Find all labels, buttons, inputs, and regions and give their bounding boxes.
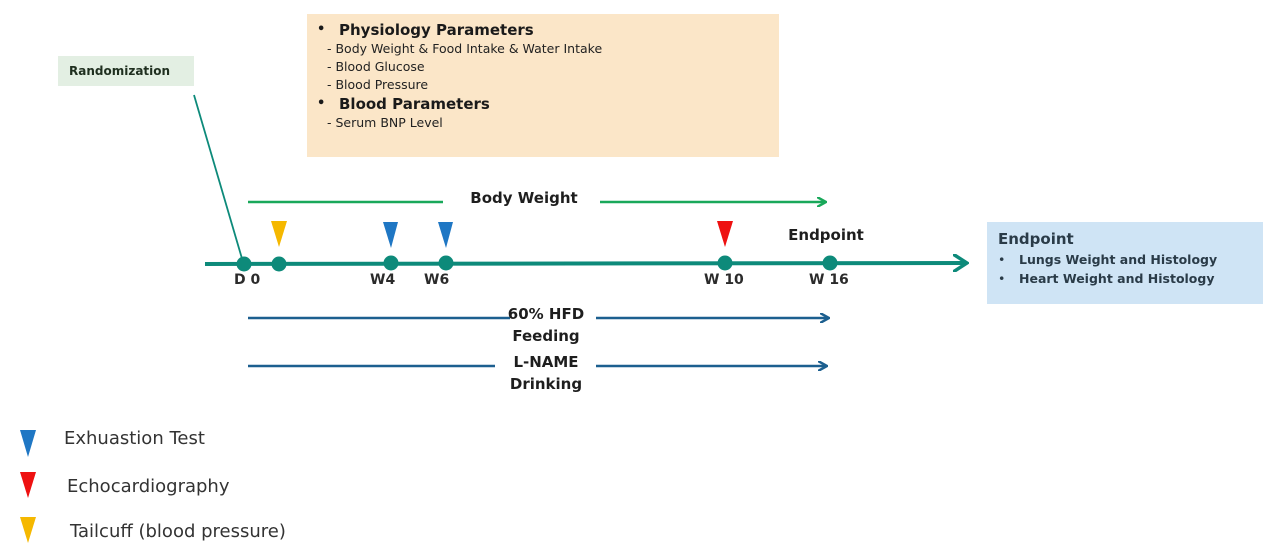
legend-tailcuff-label: Tailcuff (blood pressure)	[70, 521, 286, 542]
endpoint-box: Endpoint • Lungs Weight and Histology • …	[987, 222, 1263, 304]
hfd-label-line1: 60% HFD	[507, 305, 585, 323]
legend-tailcuff-icon	[20, 517, 36, 543]
physiology-heading: • Physiology Parameters	[317, 20, 779, 40]
exhaustion-marker-w6	[438, 222, 453, 248]
timepoint-label-w6: W6	[424, 272, 450, 288]
physiology-item: - Body Weight & Food Intake & Water Inta…	[327, 41, 603, 56]
tailcuff-marker	[271, 221, 287, 247]
parameters-box: • Physiology Parameters - Body Weight & …	[307, 14, 779, 157]
randomization-box: Randomization	[58, 56, 194, 86]
bullet-icon: •	[317, 96, 326, 111]
randomization-label: Randomization	[69, 64, 171, 78]
bullet-icon: •	[998, 252, 1006, 267]
timepoint-dot-d0	[236, 256, 252, 272]
hfd-label: 60% HFD Feeding	[492, 303, 600, 347]
timepoint-dot-w4	[383, 255, 399, 271]
physiology-item: - Blood Glucose	[327, 59, 425, 74]
timepoint-label-w16: W 16	[809, 272, 849, 288]
echocardiography-marker-w10	[717, 221, 733, 247]
bullet-icon: •	[317, 22, 326, 37]
legend-exhaustion-label: Exhuastion Test	[64, 428, 205, 449]
hfd-label-line2: Feeding	[512, 327, 580, 345]
physiology-item: - Blood Pressure	[327, 77, 429, 92]
exhaustion-marker-w4	[383, 222, 398, 248]
endpoint-item-text: Heart Weight and Histology	[1019, 271, 1215, 286]
timepoint-dot-w16	[822, 255, 838, 271]
legend-exhaustion-icon	[20, 430, 36, 457]
main-timeline-axis	[204, 263, 966, 264]
timepoint-dot-w10	[717, 255, 733, 271]
endpoint-item-text: Lungs Weight and Histology	[1019, 252, 1218, 267]
endpoint-item: • Lungs Weight and Histology	[998, 250, 1263, 269]
bullet-icon: •	[998, 271, 1006, 286]
timepoint-label-w10: W 10	[704, 272, 744, 288]
timepoint-dot-tailcuff	[271, 256, 287, 272]
endpoint-box-title: Endpoint	[998, 230, 1074, 248]
lname-label-line2: Drinking	[509, 375, 583, 393]
endpoint-label: Endpoint	[788, 226, 864, 244]
randomization-connector	[193, 94, 244, 263]
timepoint-dot-w6	[438, 255, 454, 271]
lname-label: L-NAME Drinking	[492, 351, 600, 395]
timepoint-label-w4: W4	[370, 272, 396, 288]
blood-heading: • Blood Parameters	[317, 94, 779, 114]
legend-echo-label: Echocardiography	[67, 476, 230, 497]
body-weight-label: Body Weight	[470, 189, 578, 207]
blood-item: - Serum BNP Level	[327, 115, 443, 130]
lname-label-line1: L-NAME	[513, 353, 579, 371]
physiology-title: Physiology Parameters	[339, 21, 534, 39]
blood-title: Blood Parameters	[339, 95, 490, 113]
legend-echo-icon	[20, 472, 36, 498]
timepoint-label-d0: D 0	[234, 272, 261, 288]
endpoint-item: • Heart Weight and Histology	[998, 269, 1263, 288]
